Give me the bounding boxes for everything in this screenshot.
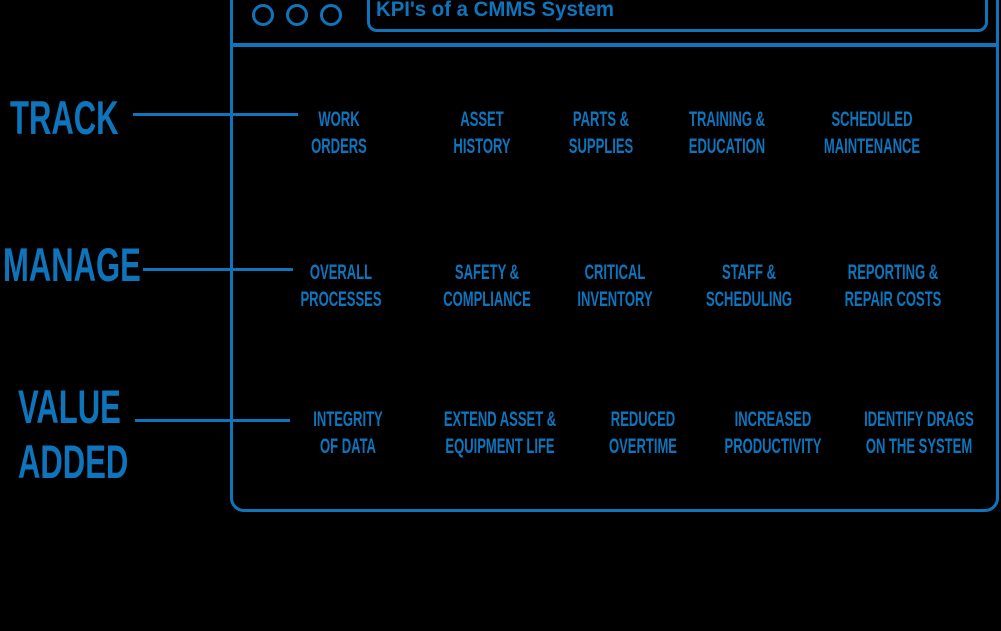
kpi-training-education: TRAINING &EDUCATION xyxy=(688,108,766,158)
titlebar-separator xyxy=(230,43,999,47)
row-label-manage: MANAGE xyxy=(3,238,141,291)
app-window xyxy=(230,0,999,512)
connector-line xyxy=(133,113,298,116)
window-circle-button-icon xyxy=(320,4,342,26)
connector-line xyxy=(143,268,293,271)
window-title: KPI's of a CMMS System xyxy=(376,0,615,21)
row-label-track: TRACK xyxy=(10,91,119,144)
connector-line xyxy=(135,419,290,422)
kpi-parts-supplies: PARTS &SUPPLIES xyxy=(568,108,634,158)
window-circle-button-icon xyxy=(252,4,274,26)
window-circle-button-icon xyxy=(286,4,308,26)
kpi-safety-compliance: SAFETY &COMPLIANCE xyxy=(443,261,531,311)
kpi-staff-scheduling: STAFF &SCHEDULING xyxy=(705,261,793,311)
kpi-reporting-repair-costs: REPORTING &REPAIR COSTS xyxy=(844,261,942,311)
row-label-value-added: VALUE ADDED xyxy=(18,380,129,488)
kpi-extend-asset-equipment-life: EXTEND ASSET &EQUIPMENT LIFE xyxy=(443,408,557,458)
address-bar xyxy=(367,0,988,32)
